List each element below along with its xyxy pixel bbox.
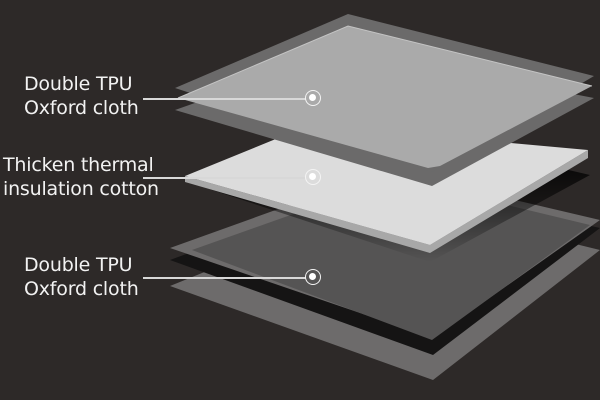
label-top-line1: Double TPU — [24, 73, 133, 95]
leader-line-top — [143, 98, 306, 100]
top-inner-sheet — [178, 26, 592, 168]
marker-dot-middle — [305, 169, 321, 185]
marker-dot-bottom — [305, 269, 321, 285]
middle-edge — [185, 150, 588, 253]
label-bottom-line1: Double TPU — [24, 254, 133, 276]
marker-dot-top — [305, 90, 321, 106]
top-sheet-highlight — [177, 25, 593, 99]
label-bottom-line2: Oxford cloth — [24, 278, 139, 300]
label-top-line2: Oxford cloth — [24, 97, 139, 119]
top-layer — [175, 14, 594, 186]
label-middle-layer: Thicken thermal insulation cotton — [3, 153, 159, 201]
label-top-layer: Double TPU Oxford cloth — [24, 72, 139, 120]
label-middle-line2: insulation cotton — [3, 178, 159, 200]
label-middle-line1: Thicken thermal — [3, 154, 154, 176]
leader-line-middle — [143, 177, 306, 179]
label-bottom-layer: Double TPU Oxford cloth — [24, 253, 139, 301]
leader-line-bottom — [143, 277, 306, 279]
